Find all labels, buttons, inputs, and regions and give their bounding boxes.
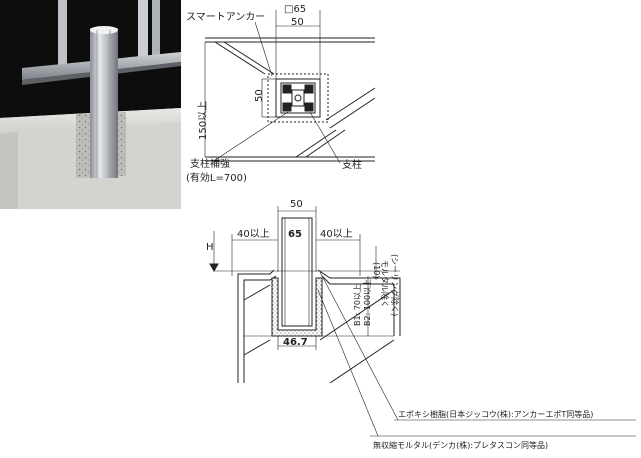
left-clearance-dim: 40以上 (237, 228, 270, 240)
square-dim: □65 (284, 4, 306, 15)
anchor-label: スマートアンカー (186, 11, 265, 23)
gap-dim: (10) (372, 262, 381, 278)
plan-labels: スマートアンカー □65 50 50 150以上 支柱補強 (有効L=700) … (186, 4, 362, 184)
b1-depth-label: B1: 70以上 (353, 284, 362, 326)
ground-h-label: H (206, 242, 214, 253)
plan-view (204, 10, 376, 164)
post-label: 支柱 (342, 158, 362, 171)
section-top-dim: 50 (290, 199, 303, 210)
section-view (209, 206, 636, 437)
post-in-concrete-photo-icon (0, 0, 181, 209)
plan-width-dim: 50 (291, 17, 304, 28)
section-post-dim: 65 (288, 229, 302, 240)
reinforce-label: 支柱補強 (190, 157, 230, 170)
reinforce-length-label: (有効L=700) (186, 171, 247, 184)
epoxy-note: エポキシ樹脂(日本ジッコウ(株):アンカーエポT同等品) (398, 409, 593, 419)
right-clearance-dim: 40以上 (320, 228, 353, 240)
b2-depth-label: B2: 100以上 (363, 279, 372, 326)
sealing-excl-label: (シーリング除く) (390, 254, 400, 316)
section-labels: 50 65 40以上 40以上 H (10) モルタル除く (シーリング除く) … (206, 199, 593, 450)
mortar-excl-label: モルタル除く (380, 260, 390, 308)
base-width-dim: 46.7 (283, 337, 308, 348)
plan-depth-dim: 150以上 (197, 101, 209, 140)
plan-height-dim: 50 (254, 89, 265, 102)
mortar-note: 無収縮モルタル(デンカ(株):プレタスコン同等品) (373, 440, 548, 450)
